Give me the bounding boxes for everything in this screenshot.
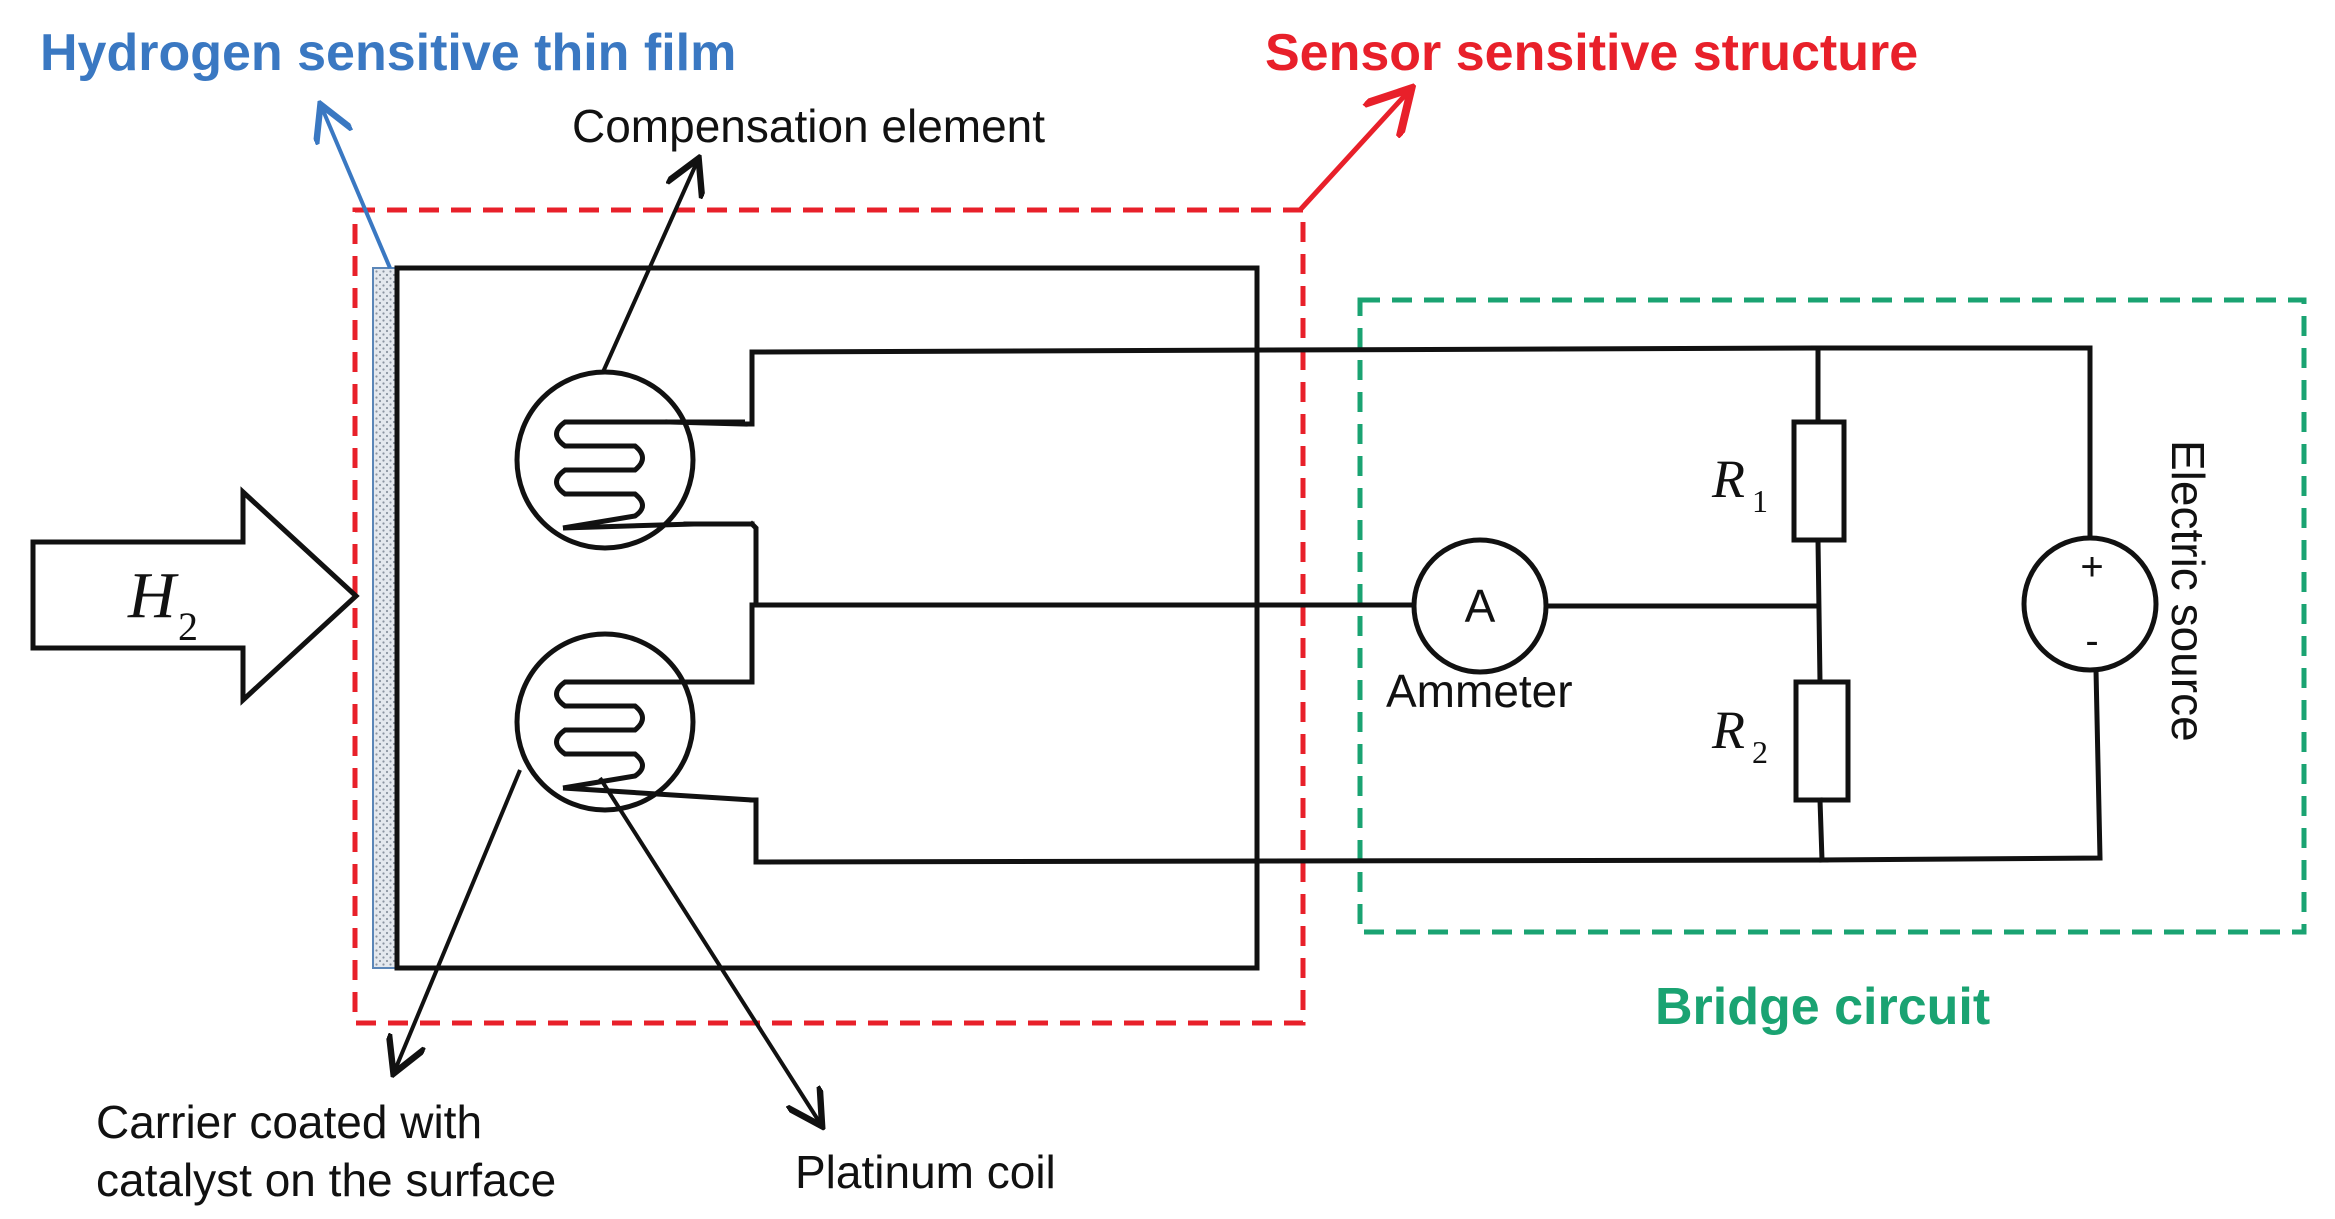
sensor-structure-arrow bbox=[1298, 92, 1408, 212]
compensation-coil bbox=[554, 419, 745, 531]
compensation-arrow bbox=[601, 162, 697, 373]
hydrogen-film-arrow bbox=[322, 108, 392, 269]
electric-source bbox=[2021, 535, 2159, 673]
sensor-structure-label: Sensor sensitive structure bbox=[1265, 24, 1918, 82]
top-wire bbox=[742, 345, 1817, 427]
carrier-label-line2: catalyst on the surface bbox=[96, 1154, 556, 1206]
sensor-structure-box bbox=[352, 207, 1306, 1026]
source-minus: - bbox=[2085, 619, 2098, 663]
r1-label: R bbox=[1711, 449, 1745, 509]
bridge-circuit-box bbox=[1357, 297, 2307, 935]
compensation-element-label: Compensation element bbox=[572, 100, 1045, 152]
electric-source-label: Electric source bbox=[2162, 440, 2214, 742]
r2-label: R bbox=[1711, 700, 1745, 760]
ammeter-label: Ammeter bbox=[1386, 665, 1573, 717]
carrier-label-line1: Carrier coated with bbox=[96, 1096, 482, 1148]
middle-wire-left bbox=[748, 520, 1423, 608]
r2-subscript: 2 bbox=[1752, 734, 1768, 770]
h2-inflow-arrow bbox=[30, 486, 360, 706]
h2-subscript: 2 bbox=[178, 604, 198, 649]
active-element bbox=[514, 631, 696, 813]
platinum-coil bbox=[554, 679, 745, 791]
resistor-r1 bbox=[1791, 419, 1847, 543]
hydrogen-film-label: Hydrogen sensitive thin film bbox=[40, 24, 736, 82]
r1-subscript: 1 bbox=[1752, 483, 1768, 519]
bottom-wire bbox=[749, 797, 1829, 865]
ammeter-symbol: A bbox=[1465, 580, 1496, 632]
bridge-circuit-label: Bridge circuit bbox=[1655, 978, 1990, 1036]
platinum-coil-label: Platinum coil bbox=[795, 1146, 1056, 1198]
resistor-r2 bbox=[1793, 679, 1851, 803]
h2-label: H bbox=[127, 559, 179, 632]
platinum-coil-arrow bbox=[598, 776, 820, 1123]
carrier-arrow bbox=[395, 769, 522, 1070]
source-plus: + bbox=[2080, 545, 2103, 589]
sensor-chamber bbox=[394, 265, 1260, 971]
hydrogen-film-strip bbox=[372, 267, 398, 969]
